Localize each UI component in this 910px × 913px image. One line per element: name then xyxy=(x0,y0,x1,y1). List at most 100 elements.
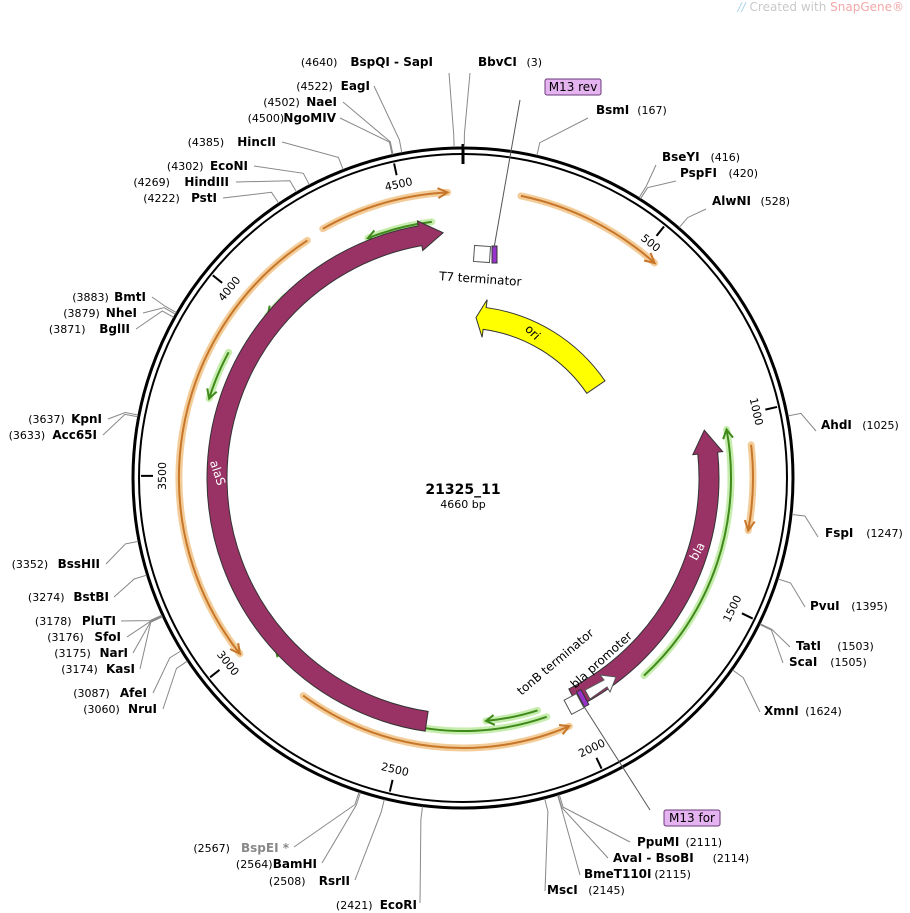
site-position: (3879) xyxy=(63,307,100,320)
site-acc65i[interactable]: Acc65I(3633) xyxy=(9,413,138,442)
site-position: (3178) xyxy=(35,615,72,628)
translation-arc-right xyxy=(640,426,735,680)
plasmid-backbone xyxy=(131,144,795,810)
site-position: (4500) xyxy=(248,112,285,125)
site-name: NarI xyxy=(99,646,128,660)
site-position: (1025) xyxy=(862,419,899,432)
site-name: KpnI xyxy=(71,412,102,426)
tick-label: 2500 xyxy=(380,760,410,779)
site-nhei[interactable]: NheI(3879) xyxy=(63,306,176,320)
site-sfoi[interactable]: SfoI(3176) xyxy=(47,615,163,644)
site-position: (3274) xyxy=(28,591,65,604)
watermark-brand: SnapGene xyxy=(830,0,892,14)
primer-m13-for[interactable]: M13 for xyxy=(582,704,721,827)
watermark-prefix: Created with xyxy=(749,0,831,14)
feature-bla-promoter[interactable] xyxy=(584,674,617,700)
site-econi[interactable]: EcoNI(4302) xyxy=(167,159,310,186)
primer-m13-rev[interactable]: M13 rev xyxy=(493,78,602,249)
site-name: NaeI xyxy=(306,95,337,109)
site-psti[interactable]: PstI(4222) xyxy=(143,191,280,205)
site-bspqi-sapi[interactable]: BspQI - SapI(4640) xyxy=(301,55,455,148)
feature-t7-terminator[interactable] xyxy=(472,244,492,264)
translation-arc-bottom-small xyxy=(482,706,541,726)
site-name: TatI xyxy=(796,639,821,653)
site-bbvci[interactable]: BbvCI(3) xyxy=(463,55,542,148)
tick-mark xyxy=(209,669,221,679)
site-xmni[interactable]: XmnI(1624) xyxy=(732,669,842,718)
site-position: (528) xyxy=(761,195,791,208)
site-name: BglII xyxy=(99,322,130,336)
site-kpni[interactable]: KpnI(3637) xyxy=(28,411,139,426)
snapgene-logo-icon: ∕∕ xyxy=(737,0,746,14)
site-position: (2111) xyxy=(686,836,723,849)
site-hincii[interactable]: HincII(4385) xyxy=(188,135,344,170)
site-bspei[interactable]: BspEI * (2567) xyxy=(193,792,360,855)
site-position: (2508) xyxy=(269,875,306,888)
backbone-outer-strand xyxy=(131,146,795,810)
site-kasi[interactable]: KasI(3174) xyxy=(61,616,163,676)
site-position: (1505) xyxy=(830,656,867,669)
site-pluti[interactable]: PluTI(3178) xyxy=(35,614,163,628)
site-ahdi[interactable]: AhdI(1025) xyxy=(788,412,899,432)
site-rsrii[interactable]: RsrII (2508) xyxy=(269,799,385,889)
site-ngomiv[interactable]: NgoMIV(4500) xyxy=(248,111,393,155)
site-name: KasI xyxy=(106,662,135,676)
plasmid-length: 4660 bp xyxy=(440,498,485,511)
orf-arc-right xyxy=(743,441,757,534)
site-tati[interactable]: TatI (1503) xyxy=(759,623,874,653)
site-avai-bsobi[interactable]: AvaI - BsoBI(2114) xyxy=(557,794,749,865)
site-position: (3087) xyxy=(73,687,110,700)
site-position: (3871) xyxy=(49,323,86,336)
site-afei[interactable]: AfeI(3087) xyxy=(73,650,182,700)
site-position: (3176) xyxy=(47,631,84,644)
site-alwni[interactable]: AlwNI(528) xyxy=(678,194,791,228)
site-scai[interactable]: ScaI (1505) xyxy=(759,624,867,670)
feature-alas[interactable] xyxy=(206,220,445,732)
site-name: RsrII xyxy=(319,874,350,888)
site-name: ScaI xyxy=(789,655,817,669)
site-name: BmtI xyxy=(114,290,146,304)
primer-label: M13 for xyxy=(669,811,715,825)
site-position: (2567) xyxy=(193,842,230,855)
site-bseyi[interactable]: BseYI(416) xyxy=(638,150,740,198)
site-ecori[interactable]: EcoRI (2421) xyxy=(336,806,423,913)
site-name: BspQI - SapI xyxy=(350,55,433,69)
site-position: (4502) xyxy=(263,96,300,109)
site-bsshii[interactable]: BssHII(3352) xyxy=(12,540,139,571)
feature-tonb-terminator[interactable] xyxy=(563,692,585,716)
feature-ori[interactable] xyxy=(475,299,606,394)
site-name: BbvCI xyxy=(478,55,517,69)
site-naei[interactable]: NaeI (4502) xyxy=(263,95,394,155)
site-name: HincII xyxy=(237,135,276,149)
site-name: BspEI * xyxy=(241,841,290,855)
site-bamhi[interactable]: BamHI(2564) xyxy=(236,792,361,871)
site-pspfi[interactable]: PspFI(420) xyxy=(640,166,758,199)
site-position: (1503) xyxy=(837,640,874,653)
site-ppumi[interactable]: PpuMI(2111) xyxy=(558,794,723,849)
site-bmti[interactable]: BmtI(3883) xyxy=(72,290,177,314)
site-msci[interactable]: MscI(2145) xyxy=(544,798,625,897)
site-bstbi[interactable]: BstBI(3274) xyxy=(28,574,147,604)
site-name: BsmI xyxy=(596,103,629,117)
site-name: EcoRI xyxy=(380,898,417,912)
plasmid-name: 21325_11 xyxy=(425,482,500,498)
site-pvui[interactable]: PvuI(1395) xyxy=(778,578,888,613)
site-position: (2421) xyxy=(336,899,373,912)
site-name: BseYI xyxy=(662,150,700,164)
orf-arc-top xyxy=(319,187,452,233)
site-bsmi[interactable]: BsmI(167) xyxy=(536,103,667,156)
site-bglii[interactable]: BglII (3871) xyxy=(49,310,174,336)
site-nari[interactable]: NarI(3175) xyxy=(54,615,163,660)
site-position: (2564) xyxy=(236,858,273,871)
site-bmet110i[interactable]: BmeT110I(2115) xyxy=(557,795,691,881)
site-nrui[interactable]: NruI(3060) xyxy=(83,660,188,716)
tick-label: 4500 xyxy=(384,175,414,194)
site-hindiii[interactable]: HindIII(4269) xyxy=(133,175,297,193)
site-name: PvuI xyxy=(810,599,840,613)
site-eagi[interactable]: EagI(4522) xyxy=(296,79,403,153)
tick-mark xyxy=(393,163,398,176)
site-fspi[interactable]: FspI(1247) xyxy=(791,514,903,541)
tick-mark xyxy=(741,612,754,620)
site-name: BamHI xyxy=(273,857,317,871)
